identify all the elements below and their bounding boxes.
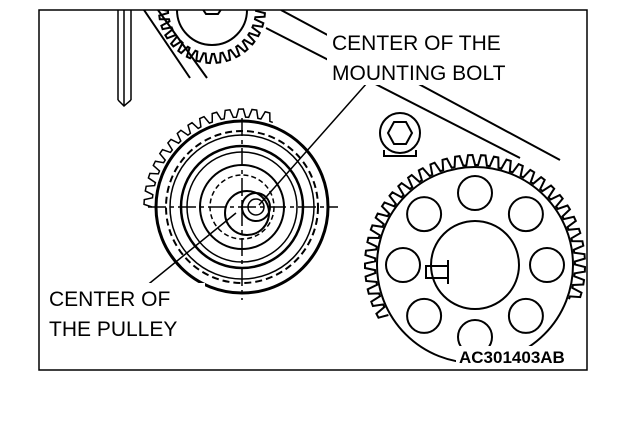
belt-around-pulley xyxy=(143,108,274,208)
sprocket-hole xyxy=(406,196,443,233)
sprocket-hole xyxy=(507,297,544,334)
pulley-center-label-line1: CENTER OF xyxy=(49,288,170,311)
sprocket-hole xyxy=(507,196,544,233)
pulley-center-label-line2: THE PULLEY xyxy=(49,318,177,341)
sprocket-hole xyxy=(406,297,443,334)
pulley-center-lines xyxy=(148,118,338,300)
figure-code: AC301403AB xyxy=(459,348,565,367)
mounting-bolt-label-line2: MOUNTING BOLT xyxy=(332,62,506,85)
cam-sprocket xyxy=(364,153,587,364)
bolt-icon xyxy=(379,112,421,157)
sprocket-hole xyxy=(457,175,493,211)
sprocket-hole xyxy=(385,247,421,283)
mounting-bolt-leader xyxy=(258,82,368,206)
engine-bracket xyxy=(117,10,132,108)
sprocket-hole xyxy=(529,247,565,283)
mounting-bolt-label-line1: CENTER OF THE xyxy=(332,32,501,55)
